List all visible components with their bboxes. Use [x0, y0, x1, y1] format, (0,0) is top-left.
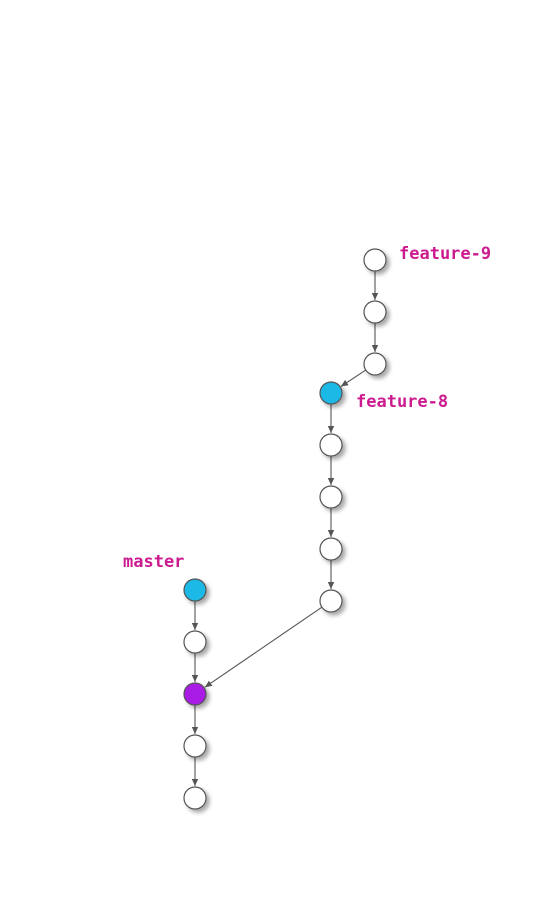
commit-node-m-2[interactable]: [183, 630, 207, 654]
edge-f8-5-to-m-3: [204, 606, 323, 688]
commit-node-m-5[interactable]: [183, 786, 207, 810]
commit-node-f8-2[interactable]: [319, 433, 343, 457]
commit-node-m-3[interactable]: [183, 682, 207, 706]
commit-node-f8-4[interactable]: [319, 537, 343, 561]
commit-node-f9-1[interactable]: [363, 248, 387, 272]
commit-node-m-4[interactable]: [183, 734, 207, 758]
commit-node-f8-5[interactable]: [319, 589, 343, 613]
commit-node-f9-2[interactable]: [363, 300, 387, 324]
branch-label-feature-8: feature-8: [356, 392, 448, 412]
commit-node-m-1[interactable]: [183, 578, 207, 602]
branch-labels-layer: feature-9 feature-8 master: [123, 244, 491, 572]
edges-layer: [191, 271, 379, 786]
branch-label-feature-9: feature-9: [399, 244, 491, 264]
commits-layer: [183, 248, 387, 810]
commit-node-f8-1[interactable]: [319, 381, 343, 405]
branch-label-master: master: [123, 552, 184, 572]
edge-f9-3-to-f8-1: [340, 369, 367, 387]
commit-node-f9-3[interactable]: [363, 352, 387, 376]
commit-node-f8-3[interactable]: [319, 485, 343, 509]
